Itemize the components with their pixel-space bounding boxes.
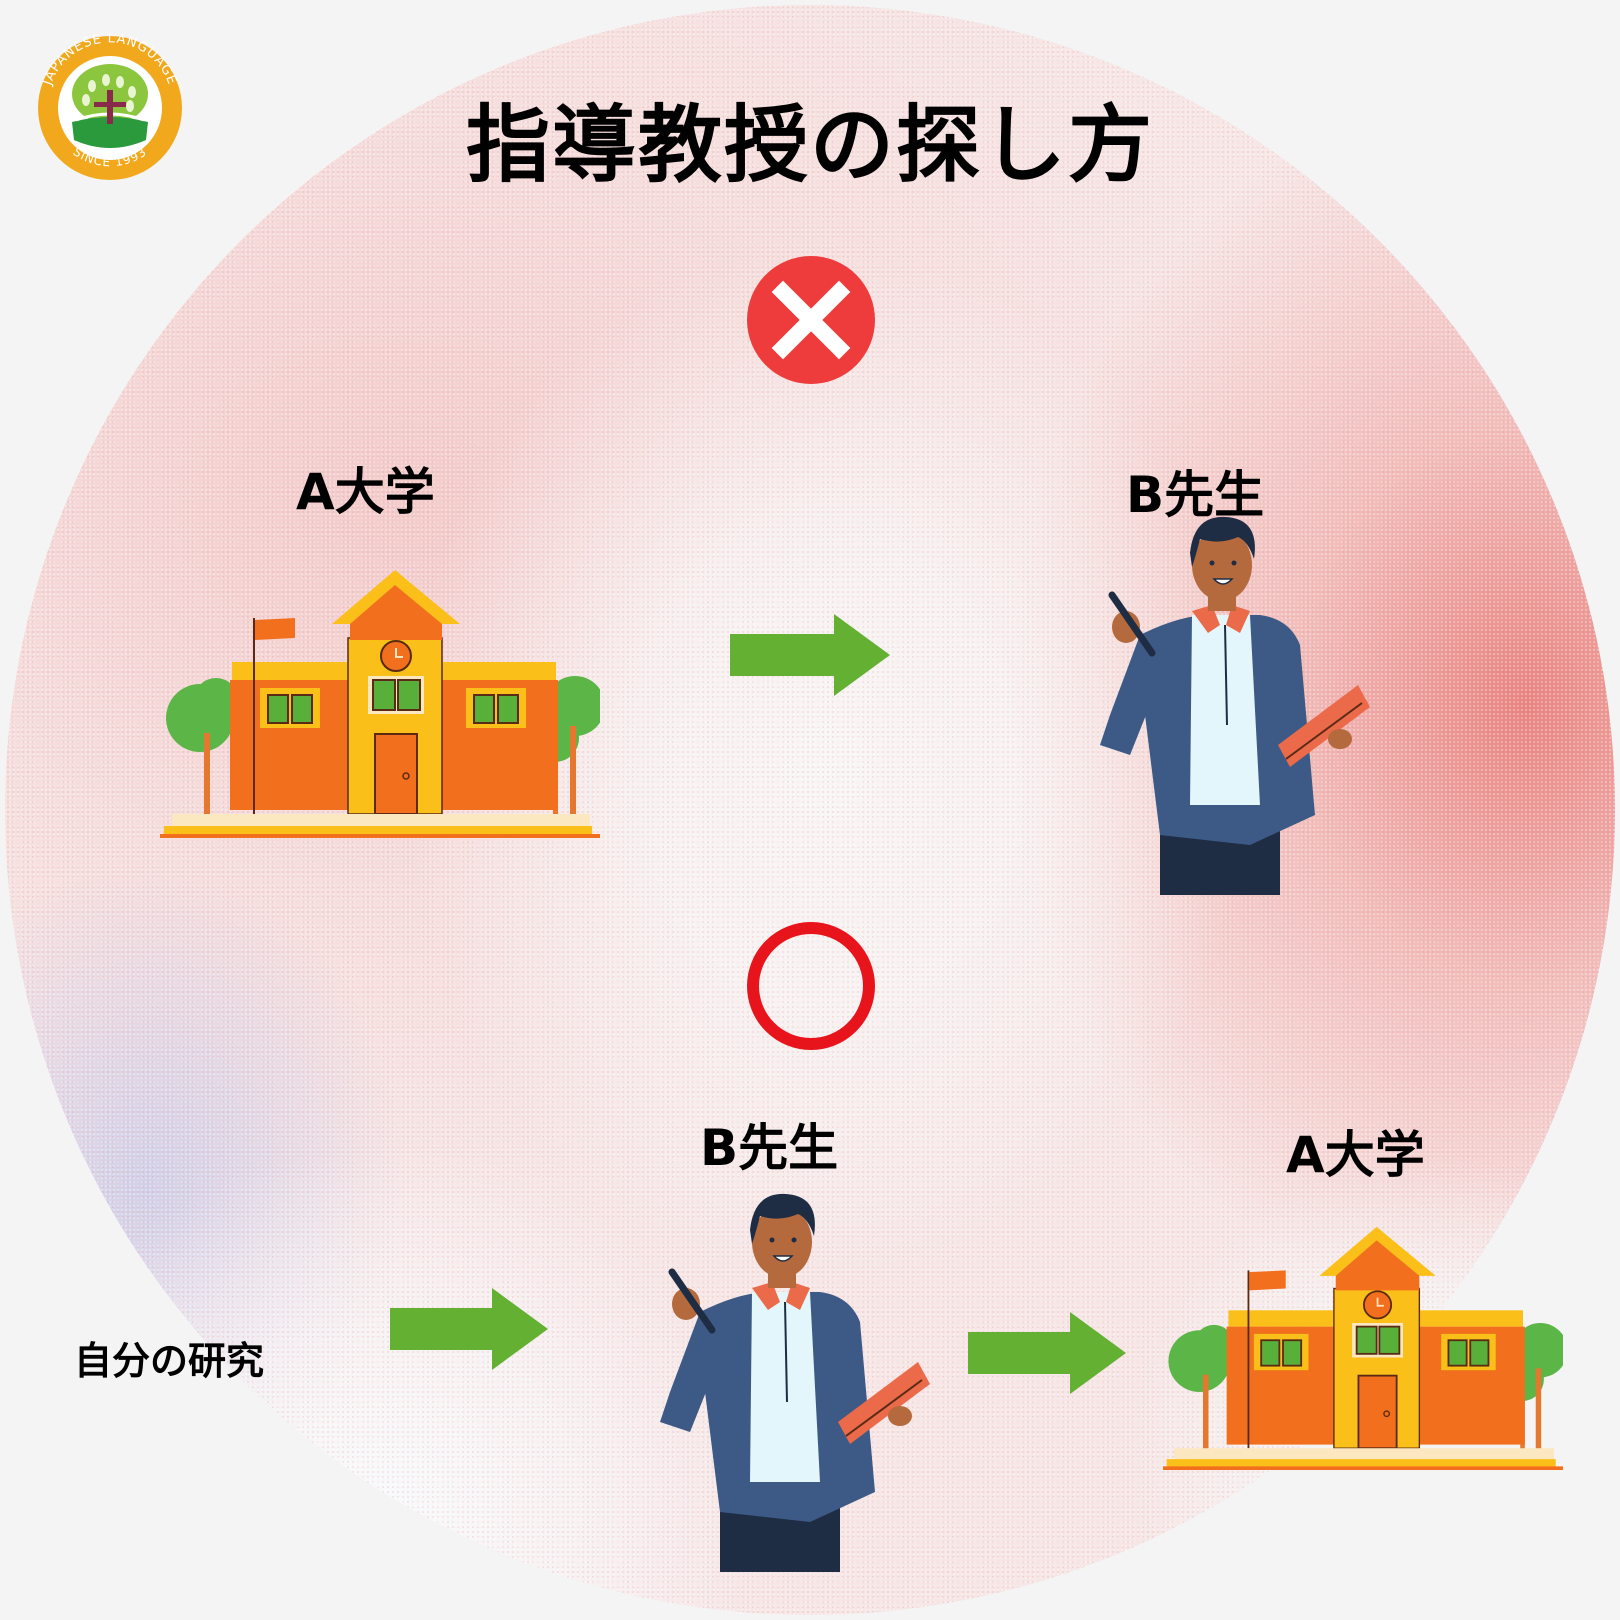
- step2-label: B先生: [700, 1119, 839, 1177]
- arrow-right-icon: [390, 1288, 548, 1370]
- school-logo: JAPANESE LANGUAGE SINCE 1993: [20, 20, 200, 180]
- wrong-to-label: B先生: [1126, 466, 1265, 524]
- arrow-right-icon: [730, 614, 890, 696]
- school-building-icon: [1163, 1225, 1568, 1470]
- step3-label: A大学: [1286, 1126, 1425, 1184]
- teacher-icon: [660, 1192, 930, 1572]
- school-building-icon: [160, 568, 605, 838]
- circle-ok-icon: [745, 920, 877, 1052]
- step1-label: 自分の研究: [74, 1339, 265, 1383]
- wrong-from-label: A大学: [296, 463, 435, 521]
- page-title: 指導教授の探し方: [465, 96, 1154, 194]
- arrow-right-icon: [968, 1312, 1126, 1394]
- teacher-icon: [1100, 515, 1370, 895]
- cross-circle-icon: [745, 254, 877, 386]
